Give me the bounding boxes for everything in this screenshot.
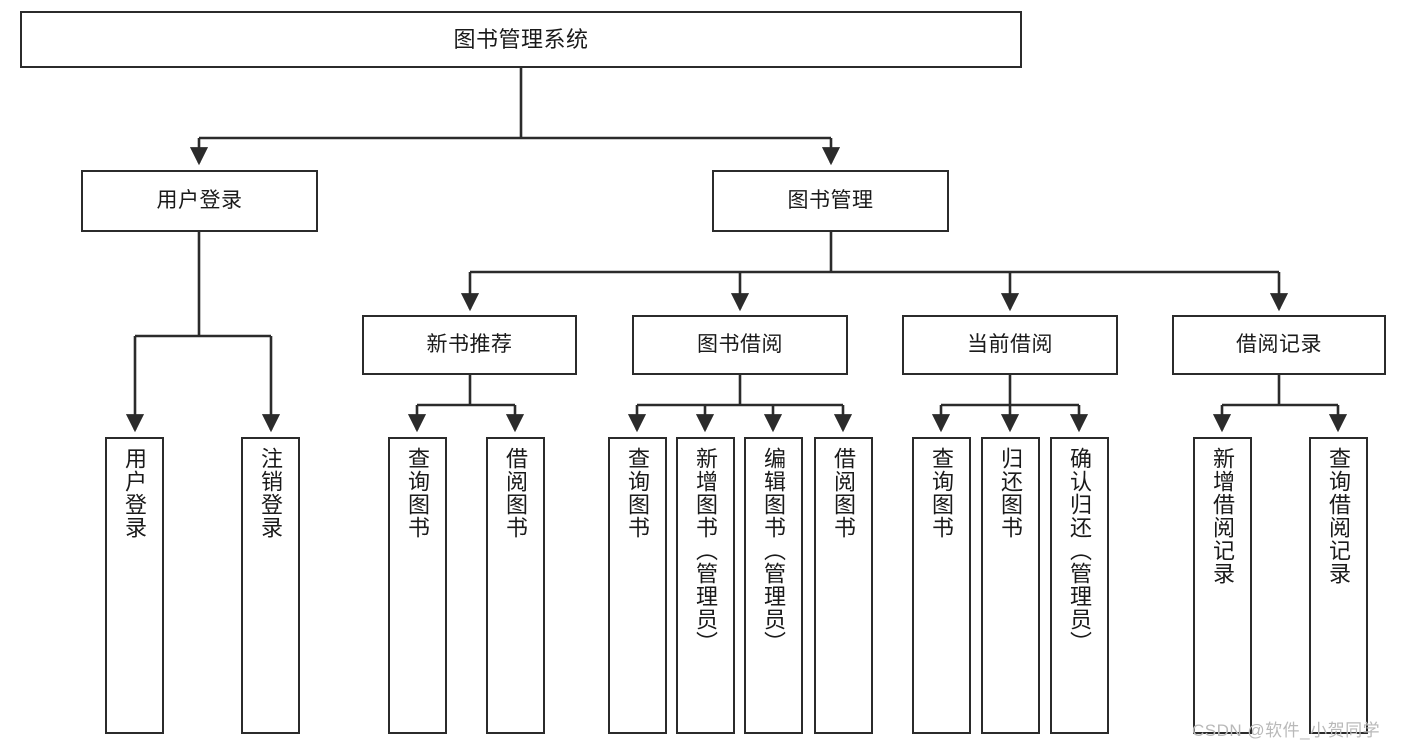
leaf-current-query-book[interactable]: 查询图书 [912, 437, 971, 734]
node-book-management[interactable]: 图书管理 [712, 170, 949, 232]
node-label: 新书推荐 [426, 332, 513, 356]
node-label: 图书管理系统 [453, 26, 589, 52]
node-label: 图书借阅 [697, 332, 783, 356]
node-label: 查询图书 [625, 447, 651, 539]
leaf-current-confirm-return-admin[interactable]: 确认归还（管理员） [1050, 437, 1109, 734]
node-label: 用户登录 [156, 188, 243, 212]
node-label: 编辑图书（管理员） [761, 447, 787, 654]
leaf-borrow-query-book[interactable]: 查询图书 [608, 437, 667, 734]
node-label: 图书管理 [787, 188, 874, 212]
node-label: 当前借阅 [967, 332, 1053, 356]
leaf-user-login-signin[interactable]: 用户登录 [105, 437, 164, 734]
node-label: 借阅图书 [503, 447, 529, 539]
node-label: 注销登录 [258, 447, 284, 539]
leaf-new-book-borrow[interactable]: 借阅图书 [486, 437, 545, 734]
node-new-book-recommend[interactable]: 新书推荐 [362, 315, 577, 375]
node-label: 查询图书 [405, 447, 431, 539]
node-label: 新增图书（管理员） [693, 447, 719, 654]
node-book-borrow[interactable]: 图书借阅 [632, 315, 848, 375]
node-root-system[interactable]: 图书管理系统 [20, 11, 1022, 68]
leaf-user-login-signout[interactable]: 注销登录 [241, 437, 300, 734]
node-label: 查询借阅记录 [1326, 447, 1352, 585]
node-label: 借阅图书 [831, 447, 857, 539]
node-borrow-records[interactable]: 借阅记录 [1172, 315, 1386, 375]
leaf-records-add-record[interactable]: 新增借阅记录 [1193, 437, 1252, 734]
node-current-borrow[interactable]: 当前借阅 [902, 315, 1118, 375]
node-label: 新增借阅记录 [1210, 447, 1236, 585]
node-label: 用户登录 [122, 447, 148, 539]
node-user-login[interactable]: 用户登录 [81, 170, 318, 232]
node-label: 确认归还（管理员） [1067, 447, 1093, 654]
leaf-borrow-edit-book-admin[interactable]: 编辑图书（管理员） [744, 437, 803, 734]
node-label: 归还图书 [998, 447, 1024, 539]
leaf-current-return-book[interactable]: 归还图书 [981, 437, 1040, 734]
leaf-new-book-query[interactable]: 查询图书 [388, 437, 447, 734]
node-label: 借阅记录 [1236, 332, 1322, 356]
leaf-borrow-add-book-admin[interactable]: 新增图书（管理员） [676, 437, 735, 734]
leaf-records-query-record[interactable]: 查询借阅记录 [1309, 437, 1368, 734]
node-label: 查询图书 [929, 447, 955, 539]
leaf-borrow-borrow-book[interactable]: 借阅图书 [814, 437, 873, 734]
csdn-watermark: CSDN @软件_小贺同学 [1192, 721, 1381, 740]
